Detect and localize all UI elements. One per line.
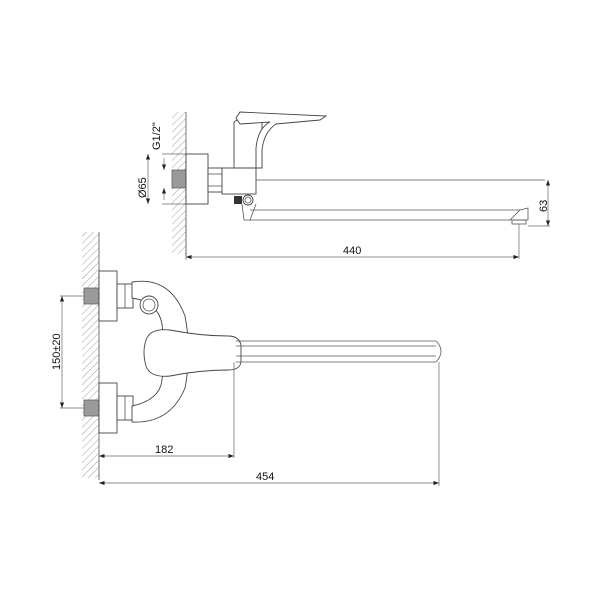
- diverter-knob: [242, 194, 254, 206]
- label-flange-diameter: Ø65: [137, 177, 149, 198]
- wall-plug: [171, 169, 187, 189]
- front-view: 150±20 182 454: [51, 232, 442, 486]
- wall-plug-lower: [83, 399, 100, 417]
- flange: [185, 153, 209, 205]
- label-thread-size: G1/2": [151, 122, 163, 150]
- mixer-body: [221, 167, 257, 195]
- diverter-thread: [234, 196, 242, 204]
- wall-hatch: [82, 232, 99, 478]
- wall-plug-upper: [83, 287, 100, 305]
- lever-handle: [143, 329, 242, 377]
- label-total-length: 454: [256, 471, 274, 483]
- mixer-body: [131, 280, 189, 423]
- spout-tip: [435, 340, 442, 363]
- side-view: G1/2" Ø65 440 63: [137, 111, 551, 260]
- lever: [235, 111, 328, 169]
- label-spout-length: 440: [343, 245, 361, 257]
- flange-upper: [98, 270, 118, 322]
- flange-lower: [98, 382, 118, 434]
- label-inlet-centers: 150±20: [51, 333, 63, 370]
- label-spout-height: 63: [538, 200, 550, 212]
- label-handle-reach: 182: [155, 444, 173, 456]
